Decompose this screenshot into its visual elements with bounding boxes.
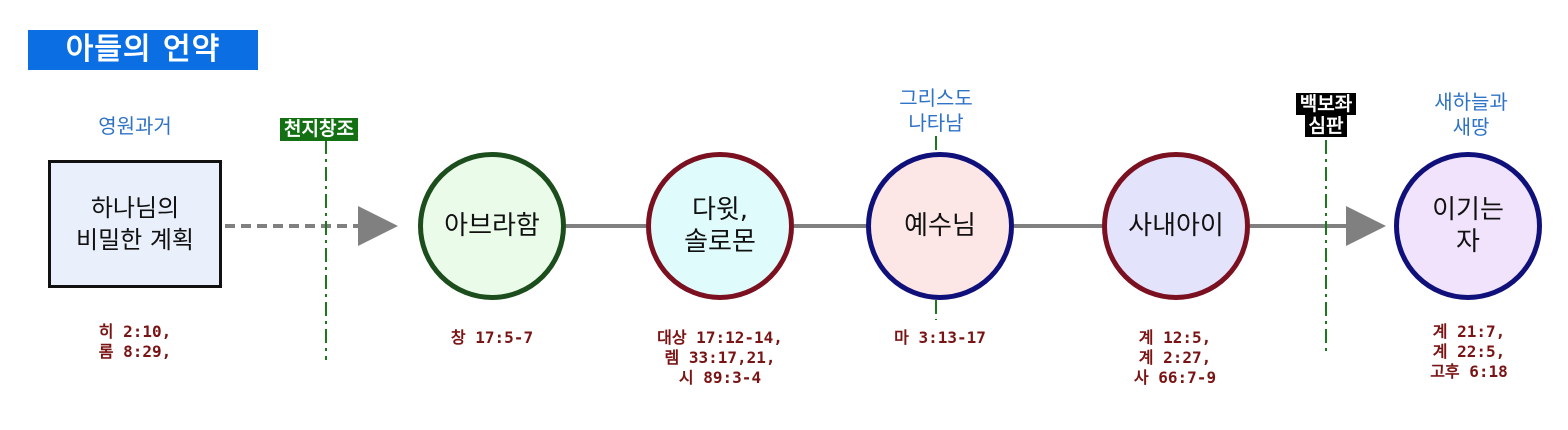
node-ref: 창 17:5-7 <box>450 328 534 347</box>
plan-ref: 히 2:10, <box>98 322 172 341</box>
node-abraham: 아브라함 <box>418 152 566 300</box>
node-ref: 대상 17:12-14, <box>657 328 783 347</box>
david-references: 대상 17:12-14, 렘 33:17,21, 시 89:3-4 <box>630 328 810 388</box>
node-ref: 렘 33:17,21, <box>664 348 776 367</box>
judgment-tag-line2: 심판 <box>1304 115 1348 137</box>
node-label: 사내아이 <box>1128 211 1224 241</box>
node-label: 예수님 <box>904 211 976 241</box>
node-ref: 시 89:3-4 <box>678 368 762 387</box>
node-jesus: 예수님 <box>866 152 1014 300</box>
node-label: 자 <box>1456 227 1480 257</box>
node-ref: 마 3:13-17 <box>894 328 986 347</box>
node-manchild: 사내아이 <box>1102 152 1250 300</box>
node-label: 아브라함 <box>444 211 540 241</box>
page-title: 아들의 언약 <box>28 30 258 70</box>
judgment-tag-line1: 백보좌 <box>1295 93 1357 115</box>
eternal-past-label: 영원과거 <box>98 114 172 138</box>
christ-appears-label: 그리스도 나타남 <box>866 86 1006 136</box>
node-label: 다윗, <box>691 195 749 225</box>
plan-ref: 롬 8:29, <box>98 342 172 361</box>
node-ref: 사 66:7-9 <box>1133 368 1217 387</box>
node-label: 이기는 <box>1432 195 1504 225</box>
node-ref: 계 2:27, <box>1138 348 1212 367</box>
node-ref: 고후 6:18 <box>1430 362 1508 381</box>
node-david-solomon: 다윗, 솔로몬 <box>646 152 794 300</box>
christ-label-line1: 그리스도 <box>899 86 973 110</box>
manchild-references: 계 12:5, 계 2:27, 사 66:7-9 <box>1100 328 1250 388</box>
new-heaven-earth-label: 새하늘과 새땅 <box>1396 90 1546 140</box>
node-overcomer: 이기는 자 <box>1394 152 1542 300</box>
node-ref: 계 21:7, <box>1432 322 1506 341</box>
plan-box-line1: 하나님의 <box>90 194 180 222</box>
abraham-references: 창 17:5-7 <box>412 328 572 348</box>
new-world-line1: 새하늘과 <box>1434 90 1508 114</box>
christ-label-line2: 나타남 <box>908 111 964 135</box>
secret-plan-box: 하나님의 비밀한 계획 <box>48 160 222 288</box>
creation-tag: 천지창조 <box>280 118 358 141</box>
plan-box-line2: 비밀한 계획 <box>75 226 195 254</box>
overcomer-references: 계 21:7, 계 22:5, 고후 6:18 <box>1394 322 1544 382</box>
node-ref: 계 22:5, <box>1432 342 1506 361</box>
node-ref: 계 12:5, <box>1138 328 1212 347</box>
node-label: 솔로몬 <box>684 227 756 257</box>
plan-references: 히 2:10, 롬 8:29, <box>50 322 220 362</box>
new-world-line2: 새땅 <box>1452 115 1490 139</box>
jesus-references: 마 3:13-17 <box>860 328 1020 348</box>
judgment-tag: 백보좌 심판 <box>1280 93 1372 137</box>
